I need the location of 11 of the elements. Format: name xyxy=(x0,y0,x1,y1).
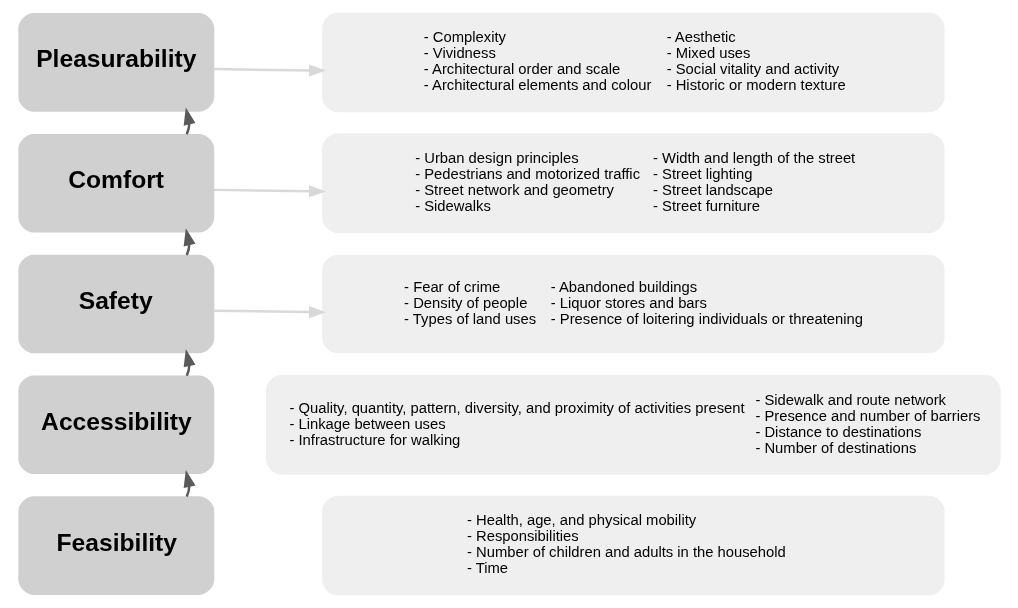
node-box: - Fear of crime - Density of people - Types of land uses - Abandoned buildings - Liquor stores and bars - Presence of loitering individuals or threatening xyxy=(321,254,945,354)
node-box: Accessibility xyxy=(17,375,214,475)
arrow xyxy=(213,306,326,319)
node-box: - Urban design principles - Pedestrians and motorized traffic - Street network and geometry - Sidewalks - Width and length of the street - Street lighting - Street landscape - Street furniture xyxy=(321,133,945,234)
node-box: Comfort xyxy=(17,133,214,233)
node-box: Safety xyxy=(17,254,214,354)
node-box: Feasibility xyxy=(17,496,214,595)
arrow xyxy=(213,64,326,77)
node-box: - Complexity - Vividness - Architectural order and scale - Architectural elements and colour - Aesthetic - Mixed uses - Social vitality and activity - Historic or modern texture xyxy=(321,12,945,113)
arrow xyxy=(213,185,326,198)
node-box: Pleasurability xyxy=(17,13,214,112)
